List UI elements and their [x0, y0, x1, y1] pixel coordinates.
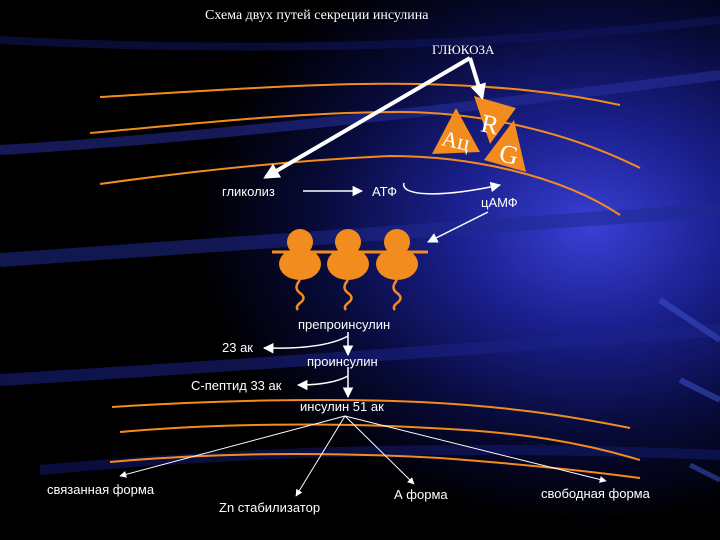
granule-3 [376, 229, 418, 311]
membrane-line-bottom-1 [111, 398, 631, 429]
arrows [119, 56, 607, 497]
to-23aa-arrow [262, 335, 349, 354]
insulin-to-zn-arrow [295, 415, 346, 497]
glucose-label: ГЛЮКОЗА [432, 42, 495, 57]
free-form-label: свободная форма [541, 486, 650, 501]
bound-form-label: связанная форма [47, 482, 155, 497]
membrane-line-top-inner [89, 110, 641, 169]
granule-2 [327, 229, 369, 311]
atp-label: АТФ [372, 184, 398, 199]
membrane-line-bottom-3 [109, 452, 641, 479]
receptor-ac-letter: Ац [440, 125, 472, 155]
membrane-line-top-outer [99, 82, 621, 106]
aa23-label: 23 ак [222, 340, 253, 355]
cpeptide-label: С-пептид 33 ак [191, 378, 282, 393]
granule-1 [279, 229, 321, 311]
receptor-complex: Ац R G [432, 96, 526, 172]
background-streaks [0, 16, 720, 483]
cell-membrane [89, 82, 641, 479]
secretory-granules [272, 229, 428, 311]
proinsulin-label: проинсулин [307, 354, 378, 369]
insulin-to-a-form-arrow [344, 415, 415, 485]
adenylate-cyclase-triangle [432, 108, 480, 154]
camp-label: цАМФ [481, 195, 518, 210]
preproinsulin-label: препроинсулин [298, 317, 391, 332]
glycolysis-label: гликолиз [222, 184, 275, 199]
insulin-to-bound-form-arrow [119, 415, 346, 478]
g-protein-triangle [484, 120, 526, 172]
insulin-label: инсулин 51 ак [300, 399, 384, 414]
camp-to-granules-arrow [427, 211, 489, 243]
a-form-label: А форма [394, 487, 448, 502]
receptor-r-letter: R [478, 109, 502, 141]
membrane-line-inner-2 [99, 154, 621, 216]
membrane-line-bottom-2 [119, 423, 641, 461]
glucose-to-receptor-arrow [468, 57, 486, 101]
diagram-title: Схема двух путей секреции инсулина [205, 8, 429, 23]
atp-to-camp-arrow [403, 181, 502, 195]
zn-stabilizer-label: Zn стабилизатор [219, 500, 321, 515]
receptor-r-triangle [474, 96, 516, 144]
insulin-to-free-form-arrow [344, 415, 607, 483]
to-cpeptide-arrow [296, 375, 349, 391]
glucose-to-glycolysis-arrow [263, 56, 472, 179]
